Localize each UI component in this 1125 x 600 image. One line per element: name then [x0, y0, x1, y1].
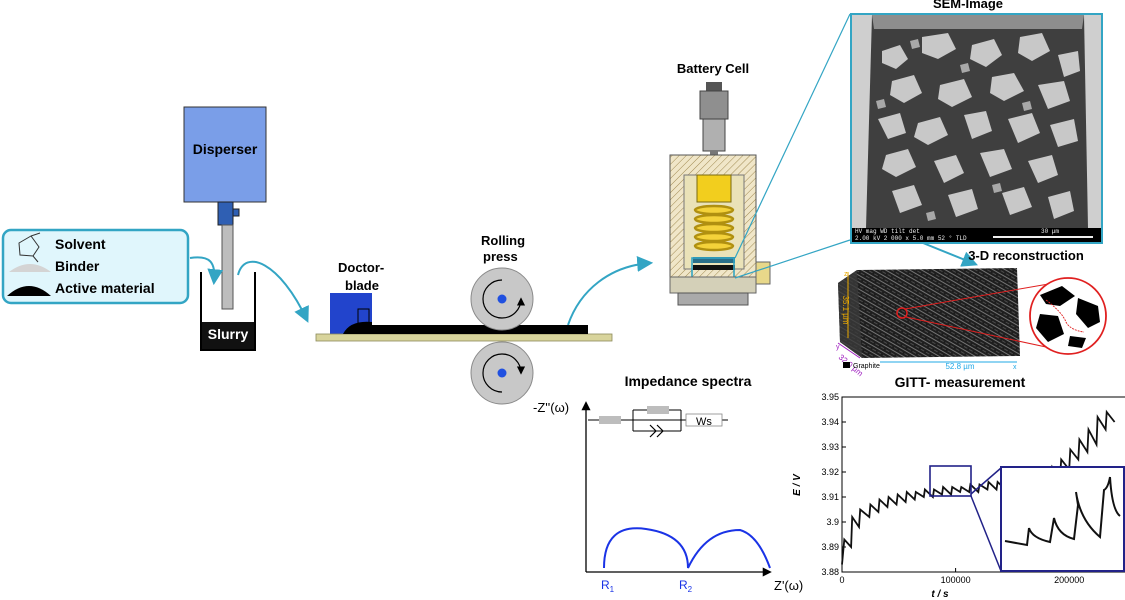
axis-y-label: y — [836, 344, 840, 351]
gitt-ylabel: E / V — [792, 473, 803, 496]
gitt-ytick-label: 3.89 — [821, 542, 839, 552]
slurry-beaker: Slurry — [200, 272, 256, 351]
gitt-zoom-connector-top — [970, 467, 1002, 495]
reconstruction-3d: 3-D reconstruction 35.1 µm z 32.0 µm y 5… — [836, 248, 1107, 378]
materials-box: Solvent Binder Active material — [1, 228, 190, 305]
dim-x-label: 52.8 µm — [945, 362, 974, 371]
press-to-cell-arrow — [567, 255, 654, 326]
axis-z-label: z — [844, 271, 848, 278]
disperser-label: Disperser — [193, 141, 258, 157]
gitt-ytick-label: 3.92 — [821, 467, 839, 477]
dim-z-label: 35.1 µm — [841, 295, 850, 324]
gitt-zoom-connector-bottom — [970, 495, 1002, 572]
graphite-legend-label: Graphite — [853, 363, 880, 370]
impedance-title: Impedance spectra — [625, 373, 752, 389]
sem-to-reconstruction-arrow — [922, 242, 978, 267]
gitt-ytick-label: 3.91 — [821, 492, 839, 502]
active-material-label: Active material — [55, 280, 155, 296]
gitt-xtick-label: 0 — [839, 575, 844, 585]
reconstruction-title: 3-D reconstruction — [968, 248, 1084, 263]
rolling-press: Rolling press — [470, 233, 534, 405]
binder-heap-icon — [9, 264, 51, 272]
gitt-ytick-label: 3.93 — [821, 442, 839, 452]
upper-roller — [470, 267, 534, 331]
equivalent-circuit: Ws — [588, 406, 728, 438]
materials-to-slurry-arrow — [189, 256, 224, 286]
gitt-xtick-label: 100000 — [941, 575, 971, 585]
battery-cell: Battery Cell — [669, 61, 771, 306]
gitt-ytick-label: 3.94 — [821, 417, 839, 427]
substrate-foil — [315, 333, 613, 342]
impedance-spectrum-curve — [603, 527, 771, 569]
coating-layer — [343, 321, 588, 334]
r1-label: R1 — [601, 578, 615, 594]
lower-roller — [470, 341, 534, 405]
doctor-blade-label-line1: Doctor- — [338, 260, 384, 275]
sem-info-bar: HV mag WD tilt det 2.00 kV 2 000 x 5.0 m… — [852, 228, 1101, 242]
resistor-r2 — [647, 406, 669, 414]
gitt-zoom-region — [929, 465, 972, 497]
sem-title: SEM-Image — [933, 0, 1003, 11]
gitt-zoom-inset — [1000, 466, 1125, 572]
gitt-title: GITT- measurement — [895, 374, 1026, 390]
rolling-press-label-line1: Rolling — [481, 233, 525, 248]
gitt-xlabel: t / s — [931, 589, 949, 600]
warburg-label: Ws — [696, 416, 712, 428]
r2-label: R2 — [679, 578, 693, 594]
gitt-ytick-label: 3.95 — [821, 392, 839, 402]
sem-scale-label: 30 µm — [1040, 228, 1059, 235]
binder-label: Binder — [55, 258, 100, 274]
active-material-heap-icon — [7, 286, 51, 296]
sem-image: HV mag WD tilt det 2.00 kV 2 000 x 5.0 m… — [850, 13, 1103, 244]
sem-info-header: HV mag WD tilt det — [855, 228, 920, 235]
constant-phase-element — [649, 424, 664, 438]
reconstruction-zoom-circle — [1029, 277, 1107, 355]
doctor-blade-label-line2: blade — [345, 278, 379, 293]
sem-info-values: 2.00 kV 2 000 x 5.0 mm 52 ° TLD — [855, 235, 967, 242]
sem-zoom-line-top — [734, 13, 851, 259]
gitt-xtick-label: 200000 — [1054, 575, 1084, 585]
cell-spring — [693, 204, 735, 252]
solvent-label: Solvent — [55, 236, 106, 252]
sem-zoom-line-bottom — [734, 239, 851, 279]
warburg-element — [685, 413, 723, 427]
impedance-xlabel: Z'(ω) — [774, 578, 803, 593]
battery-cell-label: Battery Cell — [677, 61, 749, 76]
gitt-ytick-label: 3.9 — [826, 517, 839, 527]
graphite-legend-swatch — [843, 362, 850, 368]
gitt-ytick-label: 3.88 — [821, 567, 839, 577]
impedance-spectra: Impedance spectra -Z''(ω) Z'(ω) Ws R1 R2 — [533, 373, 803, 594]
gitt-chart: GITT- measurement E / V t / s 3.88 3.89 3.… — [792, 374, 1125, 600]
solvent-molecule-icon — [18, 232, 41, 263]
reconstruction-zoom-marker — [896, 307, 908, 319]
slurry-to-blade-arrow — [237, 260, 309, 323]
rolling-press-label-line2: press — [483, 249, 518, 264]
gitt-plot-frame — [841, 396, 1125, 573]
disperser: Disperser — [183, 106, 267, 310]
axis-x-label: x — [1013, 364, 1017, 371]
impedance-ylabel: -Z''(ω) — [533, 400, 569, 415]
slurry-label: Slurry — [208, 326, 249, 342]
resistor-r1 — [599, 416, 621, 424]
sem-scale-bar — [993, 236, 1093, 238]
